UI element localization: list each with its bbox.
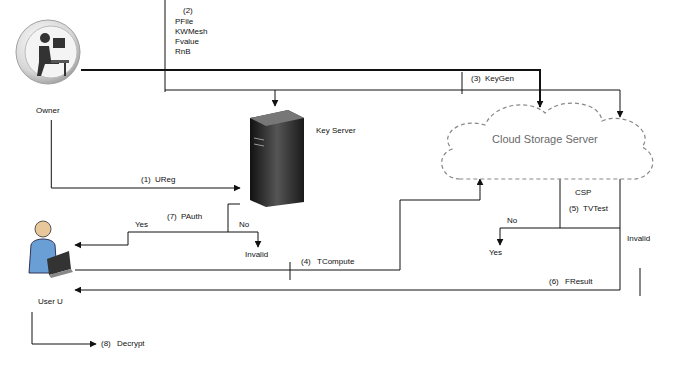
step-label: Invalid — [626, 234, 651, 244]
branch-line — [228, 232, 258, 247]
step-label: No — [238, 220, 250, 230]
node-label: Key Server — [316, 126, 356, 136]
step-label: FResult — [564, 277, 594, 287]
step-label: Invalid — [244, 250, 269, 260]
owner-icon — [15, 2, 81, 120]
step-label: Decrypt — [116, 339, 146, 349]
step-label: KWMesh — [174, 27, 208, 37]
user-icon — [25, 215, 75, 295]
callout-number: (3) — [470, 74, 482, 84]
wire-arrow — [32, 312, 96, 344]
flow-connector — [75, 204, 240, 245]
wire-arrow — [275, 90, 276, 106]
step-label: No — [506, 216, 518, 226]
callout-number: (6) — [548, 277, 560, 287]
step-label: RnB — [174, 47, 192, 57]
flow-connector — [81, 70, 540, 107]
node-title: Cloud Storage Server — [492, 133, 598, 146]
callout-number: (7) — [166, 212, 178, 222]
node-label: Owner — [36, 106, 60, 116]
callout-number: (4) — [300, 257, 312, 267]
callout-number: (1) — [140, 175, 152, 185]
branch-line — [500, 228, 620, 229]
bracket-line — [462, 72, 463, 94]
step-label: TVTest — [582, 204, 609, 214]
wire-arrow — [620, 90, 621, 117]
node-label: User U — [38, 297, 63, 307]
callout-number: (8) — [100, 339, 112, 349]
step-label: PAuth — [180, 212, 203, 222]
step-label: PFile — [174, 17, 194, 27]
server-icon — [240, 108, 310, 208]
flow-connector — [51, 120, 240, 188]
step-label: KeyGen — [484, 74, 515, 84]
user-node: User U — [25, 215, 75, 295]
step-label: Yes — [488, 248, 503, 258]
bracket-line — [640, 268, 641, 296]
step-label: Fvalue — [174, 37, 200, 47]
branch-arrow — [500, 228, 501, 245]
bracket-line — [165, 0, 166, 92]
wire-line — [165, 90, 620, 91]
node-label: CSP — [575, 188, 591, 198]
flow-connector — [75, 179, 620, 290]
callout-number: (2) — [182, 6, 194, 16]
wire-line — [560, 179, 561, 228]
bracket-line — [290, 262, 291, 280]
cloud-node: Cloud Storage ServerCSP — [430, 95, 660, 185]
step-label: UReg — [154, 175, 176, 185]
step-label: Yes — [134, 220, 149, 230]
callout-number: (5) — [568, 204, 580, 214]
owner-node: Owner — [15, 2, 81, 120]
step-label: TCompute — [316, 257, 355, 267]
server-node: Key Server — [240, 108, 310, 208]
